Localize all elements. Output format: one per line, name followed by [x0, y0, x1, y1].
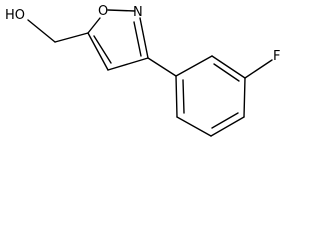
fluorine-label: F: [273, 49, 280, 64]
ring-nitrogen-label: N: [133, 5, 143, 20]
molecule-structure-diagram: HO O N F: [5, 4, 280, 137]
benzene-ring-bonds: [175, 55, 246, 137]
hydroxyl-label: HO: [5, 8, 25, 23]
ring-oxygen-label: O: [98, 4, 108, 19]
isoxazole-ring-bonds: [87, 9, 149, 71]
ring-link-bond: [147, 57, 177, 77]
fluorine-bond: [244, 59, 273, 79]
hydroxymethyl-bonds: [27, 19, 89, 43]
